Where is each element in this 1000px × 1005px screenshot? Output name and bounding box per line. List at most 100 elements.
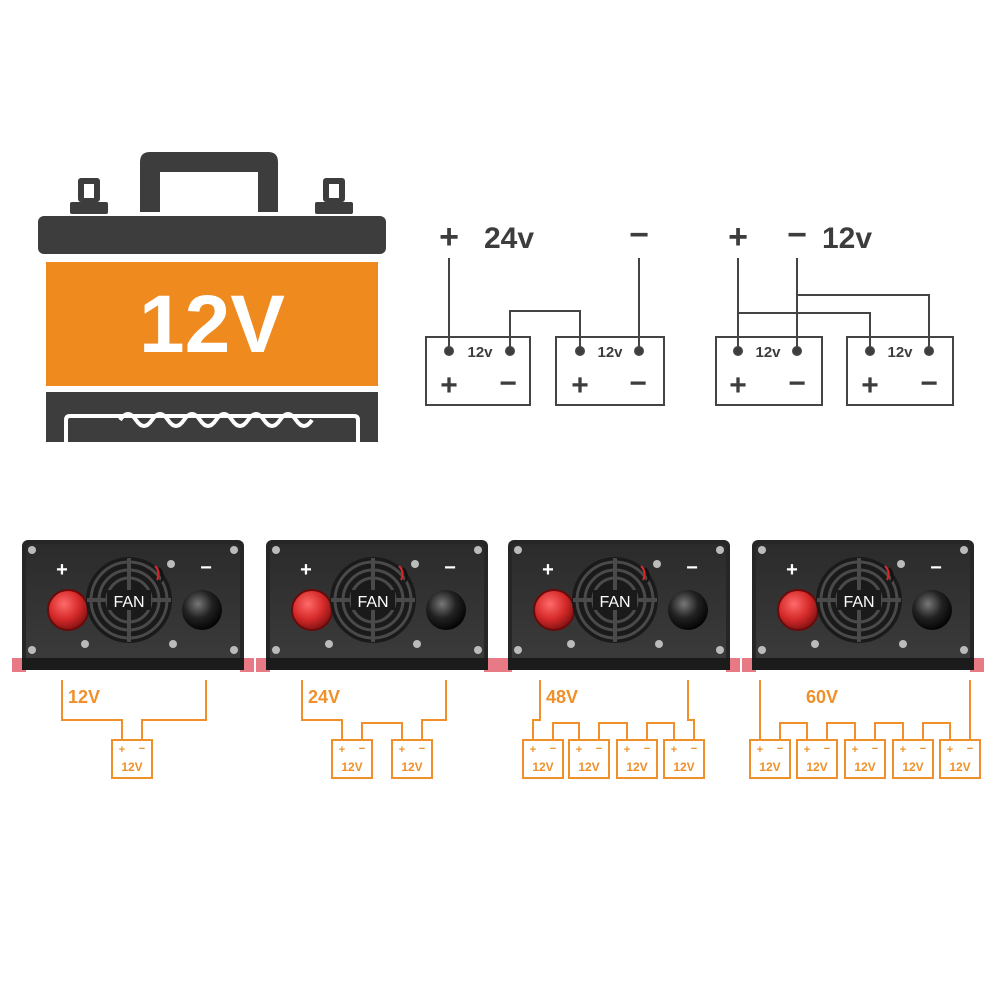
battery-cell-outline: [522, 739, 564, 779]
parallel-voltage-label: 12v: [822, 222, 872, 255]
inverter-base: [22, 658, 244, 670]
battery-cell-minus: −: [967, 743, 973, 755]
fan-label: FAN: [599, 594, 630, 611]
negative-lead-wire: [687, 680, 695, 740]
screw-icon: [81, 640, 89, 648]
battery-cell: +−12V: [522, 739, 564, 779]
screw-icon: [653, 560, 661, 568]
battery-cell-plus: +: [852, 744, 858, 756]
parallel-wire-minus-link: [797, 294, 930, 350]
screw-icon: [411, 560, 419, 568]
battery-body: [46, 262, 378, 386]
battery-cell-outline: [749, 739, 791, 779]
parallel-cell-1-plus: +: [729, 369, 747, 402]
battery-cell: +−12V: [844, 739, 886, 779]
battery-cell-plus: +: [947, 744, 953, 756]
parallel-cell-2: [846, 336, 954, 406]
series-cell-2-minus: −: [629, 367, 647, 400]
screw-icon: [474, 646, 482, 654]
battery-cell-label: 12V: [949, 760, 970, 774]
series-link-wire: [361, 722, 403, 740]
screw-icon: [169, 640, 177, 648]
series-link-wire: [826, 722, 856, 740]
inverter-voltage-label: 48V: [546, 687, 578, 707]
series-minus-sign: −: [629, 216, 649, 254]
inverter-minus-label: −: [930, 557, 942, 579]
inverter-4: +−FAN: [742, 540, 984, 672]
series-cell-1-plus: +: [440, 369, 458, 402]
series-voltage-label: 24v: [484, 222, 534, 255]
positive-lead-wire: [532, 680, 541, 740]
positive-terminal-icon: [534, 590, 574, 630]
positive-lead-wire: [301, 680, 343, 740]
battery-cell: +−12V: [331, 739, 373, 779]
fan-label-plate: [837, 590, 881, 610]
inverter-voltage-label: 60V: [806, 687, 838, 707]
battery-cell-outline: [892, 739, 934, 779]
battery-cell-plus: +: [119, 744, 125, 756]
battery-hookup-4: [759, 680, 971, 740]
battery-cell-label: 12V: [532, 760, 553, 774]
battery-cell-minus: −: [419, 743, 425, 755]
battery-cell-minus: −: [691, 743, 697, 755]
inverter-voltage-label: 12V: [68, 687, 100, 707]
inverter-plus-label: +: [300, 559, 312, 581]
parallel-cell-2-label: 12v: [887, 344, 913, 361]
battery-cell-outline: [111, 739, 153, 779]
battery-cell-minus: −: [777, 743, 783, 755]
battery-cell: +−12V: [616, 739, 658, 779]
series-cell-2-label: 12v: [597, 344, 623, 361]
battery-cell-label: 12V: [341, 760, 362, 774]
battery-cell-label: 12V: [578, 760, 599, 774]
inverter-minus-label: −: [686, 557, 698, 579]
battery-cell-outline: [844, 739, 886, 779]
series-link-wire: [552, 722, 580, 740]
battery-cell-label: 12V: [673, 760, 694, 774]
positive-terminal-icon: [292, 590, 332, 630]
inverter-base: [752, 658, 974, 670]
battery-cell: +−12V: [892, 739, 934, 779]
screw-icon: [716, 546, 724, 554]
inverter-1: +−FAN: [12, 540, 254, 672]
inverter-2: +−FAN: [256, 540, 498, 672]
battery-lid: [38, 216, 386, 254]
screw-icon: [272, 546, 280, 554]
battery-cell-minus: −: [550, 743, 556, 755]
fan-wire-red: [154, 565, 160, 581]
fan-wire-black: [644, 567, 650, 583]
screw-icon: [567, 640, 575, 648]
battery-cell-outline: [568, 739, 610, 779]
screw-icon: [325, 640, 333, 648]
battery-cell-minus: −: [824, 743, 830, 755]
battery-cell-label: 12V: [401, 760, 422, 774]
screw-icon: [960, 546, 968, 554]
battery-cell: + − 12V: [939, 739, 981, 779]
battery-hookup-3: [532, 680, 695, 740]
negative-terminal-icon: [426, 590, 466, 630]
fan-label-plate: [351, 590, 395, 610]
battery-cell-label: 12V: [806, 760, 827, 774]
fan-label: FAN: [843, 594, 874, 611]
screw-icon: [474, 546, 482, 554]
parallel-cell-2-minus: −: [920, 367, 938, 400]
parallel-plus-sign: +: [728, 218, 748, 256]
fan-wire-red: [398, 565, 404, 581]
series-link-wire: [922, 722, 951, 740]
battery-cell-plus: +: [671, 744, 677, 756]
battery-cell-minus: −: [359, 743, 365, 755]
positive-terminal-icon: [778, 590, 818, 630]
series-cell-2: [555, 336, 665, 406]
screw-icon: [897, 560, 905, 568]
battery-voltage-label: 12V: [139, 279, 285, 370]
battery-cell-outline: [939, 739, 981, 779]
negative-terminal-icon: [182, 590, 222, 630]
screw-icon: [230, 546, 238, 554]
battery-cell-label: 12V: [854, 760, 875, 774]
series-cell-2-plus: +: [571, 369, 589, 402]
inverter-plus-label: +: [542, 559, 554, 581]
screw-icon: [28, 646, 36, 654]
screw-icon: [655, 640, 663, 648]
inverter-row: +−FAN12V+−12V+−FAN24V+−12V+−12V+−FAN48V+…: [12, 540, 984, 779]
